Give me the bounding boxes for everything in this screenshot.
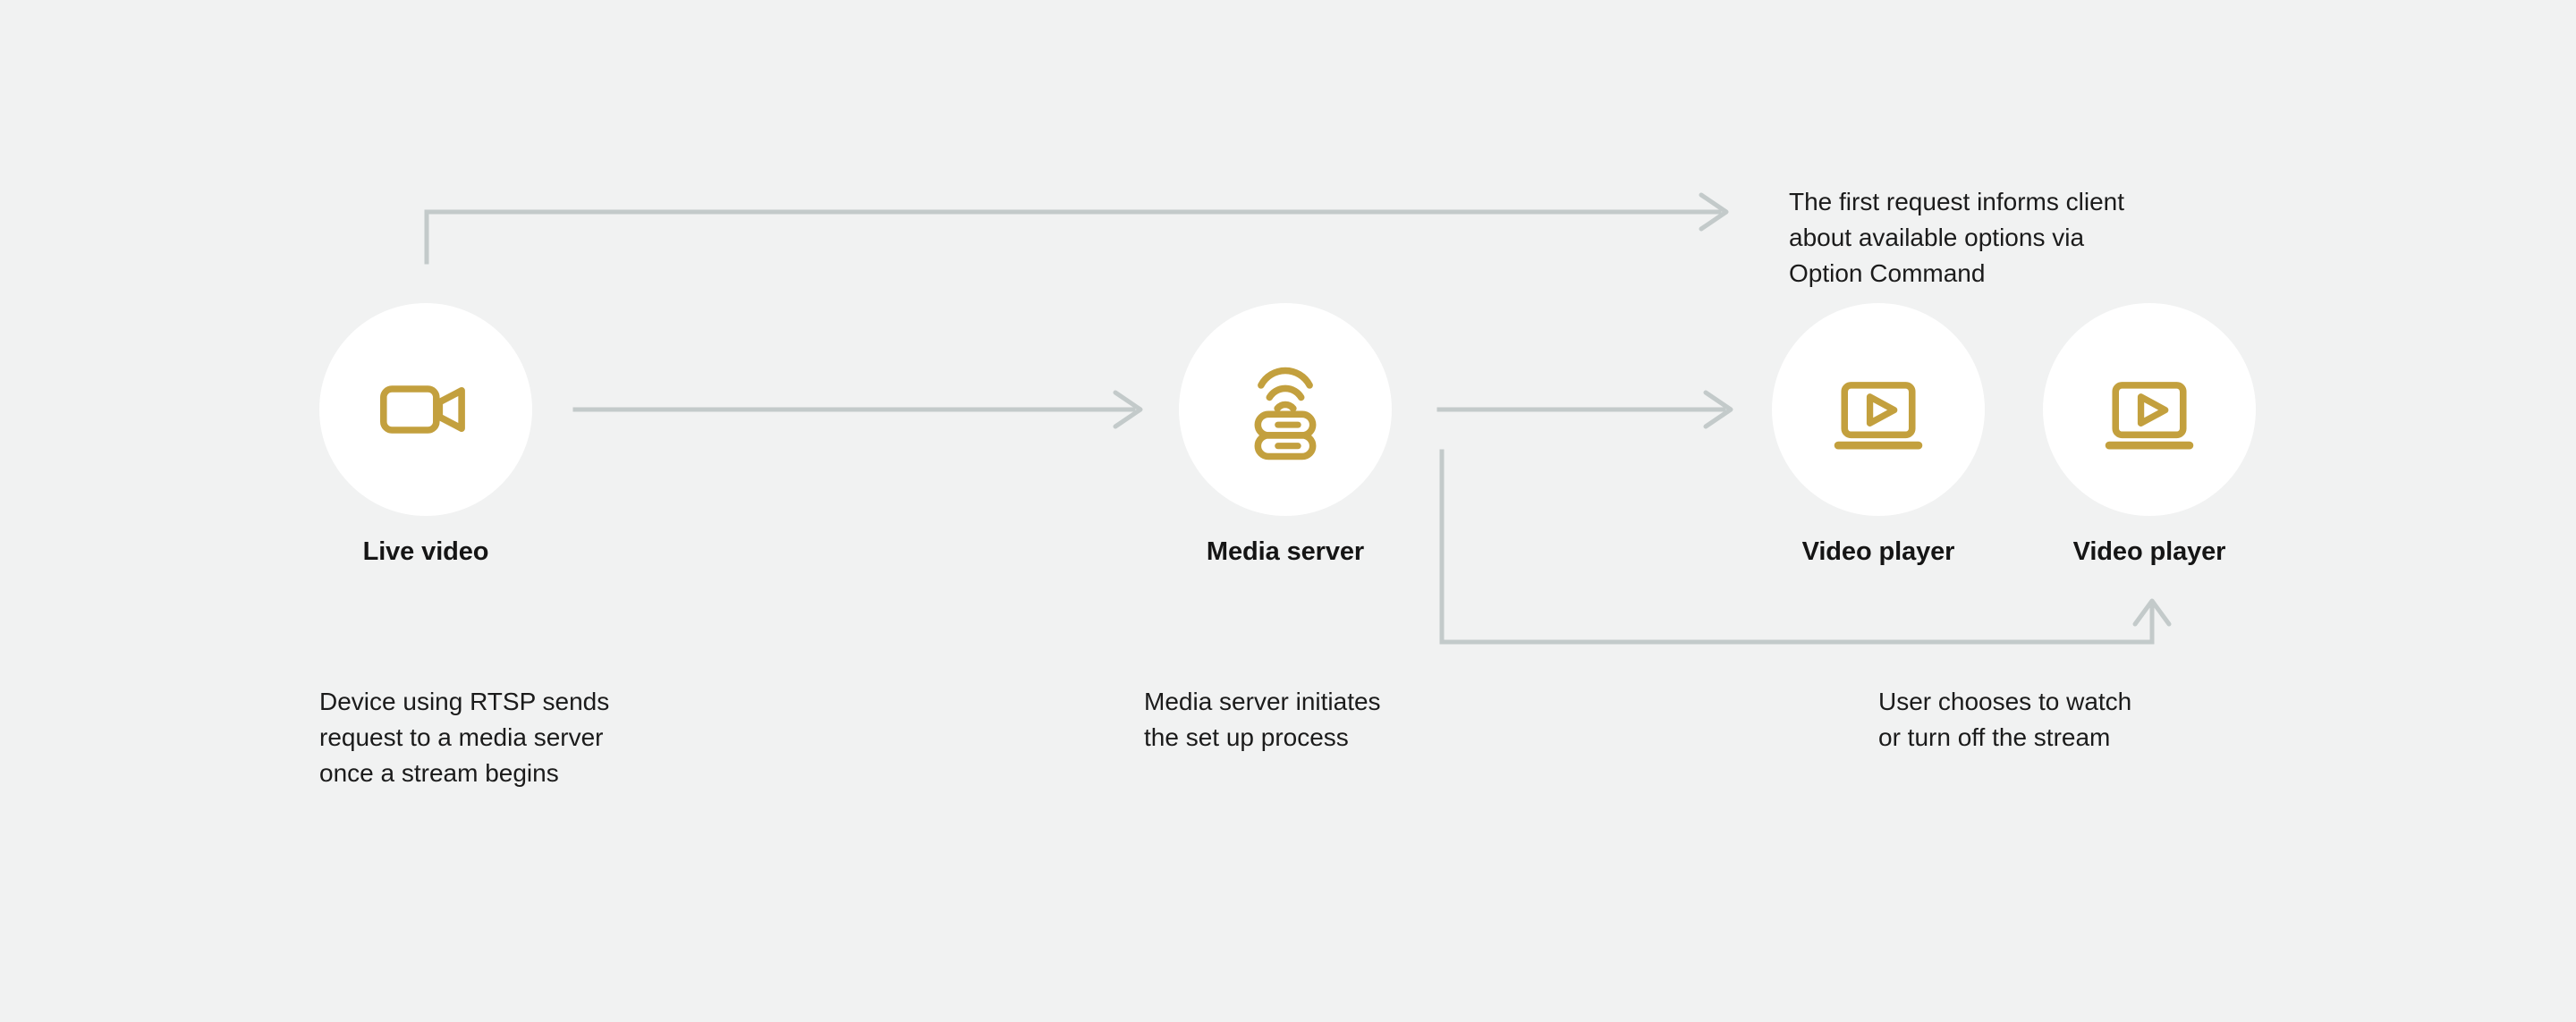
video-player-icon — [2105, 382, 2194, 450]
options-response-arrow — [424, 192, 1729, 265]
node-circle — [1179, 303, 1392, 516]
caption-live-video-note: Device using RTSP sends request to a med… — [319, 688, 610, 787]
node-label-media-server: Media server — [1206, 537, 1365, 566]
caption-option-command-note: The first request informs client about a… — [1789, 188, 2125, 287]
node-circle — [1772, 303, 1985, 516]
node-label-video-player-2: Video player — [2072, 537, 2226, 566]
video-camera-icon — [380, 385, 465, 434]
caption-video-player-note: User chooses to watch or turn off the st… — [1878, 688, 2132, 751]
node-video-player-2[interactable]: Video player — [2043, 303, 2256, 566]
node-circle — [2043, 303, 2256, 516]
media-server-to-video-player-arrow — [1436, 390, 1733, 429]
media-server-icon — [1254, 367, 1317, 460]
video-player-icon — [1834, 382, 1923, 450]
node-circle — [319, 303, 532, 516]
node-live-video[interactable]: Live video — [319, 303, 532, 566]
node-label-live-video: Live video — [362, 537, 489, 566]
caption-media-server-note: Media server initiates the set up proces… — [1144, 688, 1381, 751]
live-video-to-media-server-arrow — [572, 390, 1143, 429]
node-label-video-player-1: Video player — [1801, 537, 1955, 566]
node-media-server[interactable]: Media server — [1179, 303, 1392, 566]
node-video-player-1[interactable]: Video player — [1772, 303, 1985, 566]
